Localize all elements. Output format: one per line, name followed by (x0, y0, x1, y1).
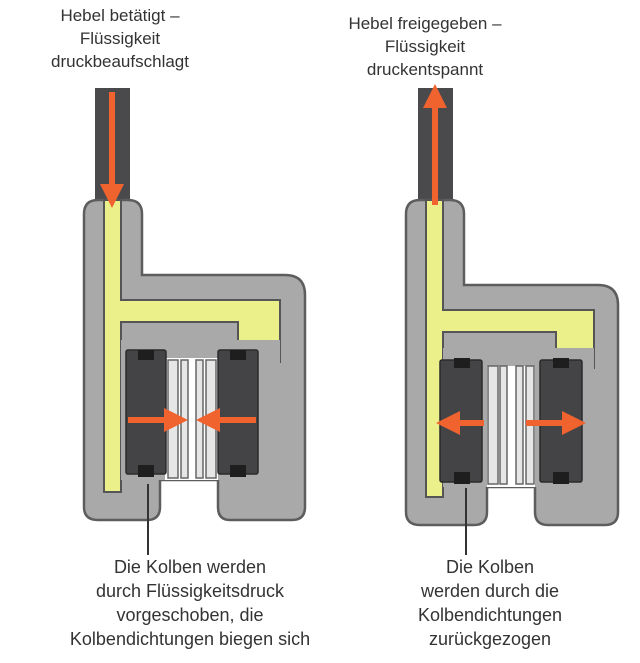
pad-right-1 (487, 365, 499, 485)
seal-left-b (138, 465, 154, 477)
caption-lever-released: Hebel freigegeben – Flüssigkeit druckent… (348, 14, 502, 79)
seal-right-b (454, 472, 470, 484)
caliper-right (404, 84, 620, 555)
pad-left-3 (195, 359, 204, 479)
pad-left-2 (180, 359, 189, 479)
piston-left-outer (217, 349, 259, 475)
caption-pistons-retracted: Die Kolben werden durch die Kolbendichtu… (417, 557, 563, 649)
piston-left-inner (125, 349, 167, 475)
seal-right-c (553, 358, 569, 368)
seal-right-a (454, 358, 470, 368)
caption-lever-pressed: Hebel betätigt – Flüssigkeit druckbeaufs… (51, 6, 189, 71)
caliper-left (82, 88, 307, 555)
pad-right-3 (515, 365, 524, 485)
seal-right-d (553, 472, 569, 484)
pad-right-2 (499, 365, 508, 485)
caption-pistons-advanced: Die Kolben werden durch Flüssigkeitsdruc… (69, 557, 311, 649)
seal-left-d (230, 465, 246, 477)
seal-left-a (138, 350, 154, 360)
seal-left-c (230, 350, 246, 360)
